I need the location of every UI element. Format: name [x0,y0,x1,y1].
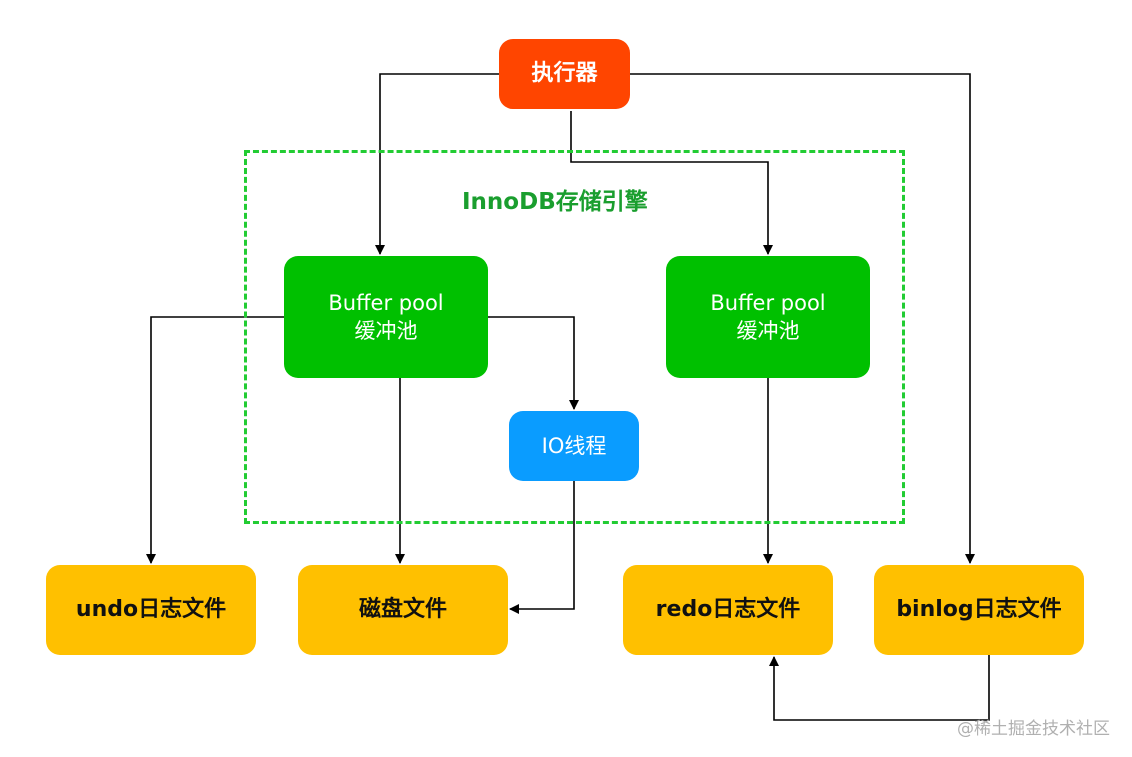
buffer-pool-left-subtitle: 缓冲池 [354,319,418,343]
redo-log-file-node: redo日志文件 [623,565,833,655]
innodb-engine-boundary [244,150,905,524]
buffer-pool-node-left: Buffer pool 缓冲池 [284,256,488,378]
arrow-binlog-file-to-redo-file [769,655,990,721]
binlog-file-label: binlog日志文件 [896,597,1062,623]
undo-log-file-node: undo日志文件 [46,565,256,655]
executor-node: 执行器 [499,39,630,109]
binlog-file-node: binlog日志文件 [874,565,1084,655]
arrow-buffer-pool-to-io-thread [488,316,579,410]
io-thread-label: IO线程 [541,433,607,458]
buffer-pool-right-subtitle: 缓冲池 [736,319,800,343]
undo-log-file-label: undo日志文件 [75,597,227,623]
buffer-pool-left-title: Buffer pool [328,290,444,315]
innodb-engine-label: InnoDB存储引擎 [462,189,648,215]
watermark: @稀土掘金技术社区 [957,719,1110,739]
arrow-executor-to-binlog-file [630,73,975,564]
buffer-pool-right-title: Buffer pool [710,290,826,315]
buffer-pool-node-right: Buffer pool 缓冲池 [666,256,870,378]
io-thread-node: IO线程 [509,411,639,481]
disk-file-label: 磁盘文件 [358,597,447,623]
arrow-buffer-pool-to-undo-file [146,316,284,564]
arrow-executor-to-right-buffer-pool [570,111,773,255]
arrow-executor-to-left-buffer-pool [375,73,499,255]
disk-file-node: 磁盘文件 [298,565,508,655]
redo-log-file-label: redo日志文件 [655,597,801,623]
executor-label: 执行器 [531,61,598,87]
